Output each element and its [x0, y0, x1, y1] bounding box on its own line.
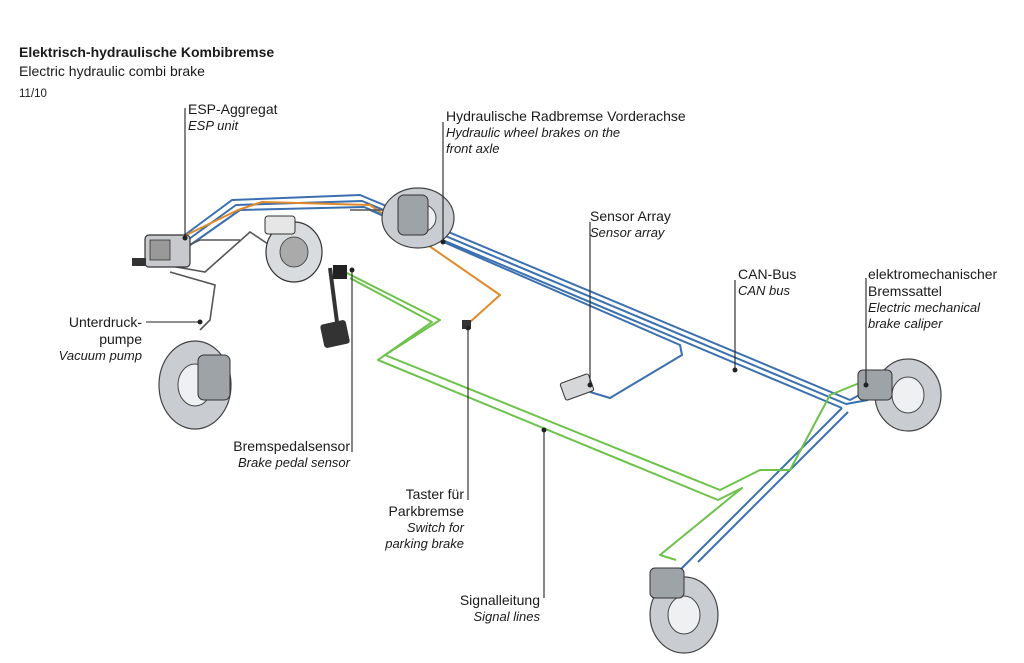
rear-brake-disc-bottom — [649, 567, 719, 654]
front-brake-disc-top — [381, 187, 455, 249]
label-signal-lines: Signalleitung Signal lines — [459, 592, 540, 624]
label-caliper: elektromechanischer Bremssattel Electric… — [868, 266, 998, 331]
signal-lines — [344, 271, 863, 561]
diagram-subtitle: Electric hydraulic combi brake — [19, 63, 205, 79]
label-pedal-sensor: Bremspedalsensor Brake pedal sensor — [233, 438, 350, 470]
diagram-date: 11/10 — [19, 88, 47, 100]
rear-brake-disc-right — [857, 358, 942, 432]
hydraulic-line — [179, 201, 501, 323]
label-vacuum-pump: Unterdruck- pumpe Vacuum pump — [58, 314, 142, 363]
esp-unit — [132, 234, 191, 268]
leader-lines — [146, 108, 867, 598]
leader-dots — [182, 235, 869, 433]
can-bus-lines — [177, 194, 869, 571]
label-esp-unit: ESP-Aggregat ESP unit — [188, 101, 278, 133]
front-brake-disc-left — [158, 340, 232, 430]
label-can-bus: CAN-Bus CAN bus — [738, 266, 797, 298]
label-sensor-array: Sensor Array Sensor array — [590, 208, 671, 240]
diagram-title: Elektrisch-hydraulische Kombibremse — [19, 44, 275, 60]
sensor-array-unit — [559, 373, 595, 401]
parking-brake-switch — [462, 320, 471, 329]
brake-pedal — [320, 265, 350, 348]
label-front-brakes: Hydraulische Radbremse Vorderachse Hydra… — [446, 108, 686, 156]
brake-booster — [264, 215, 323, 283]
label-park-switch: Taster für Parkbremse Switch for parking… — [385, 486, 464, 551]
